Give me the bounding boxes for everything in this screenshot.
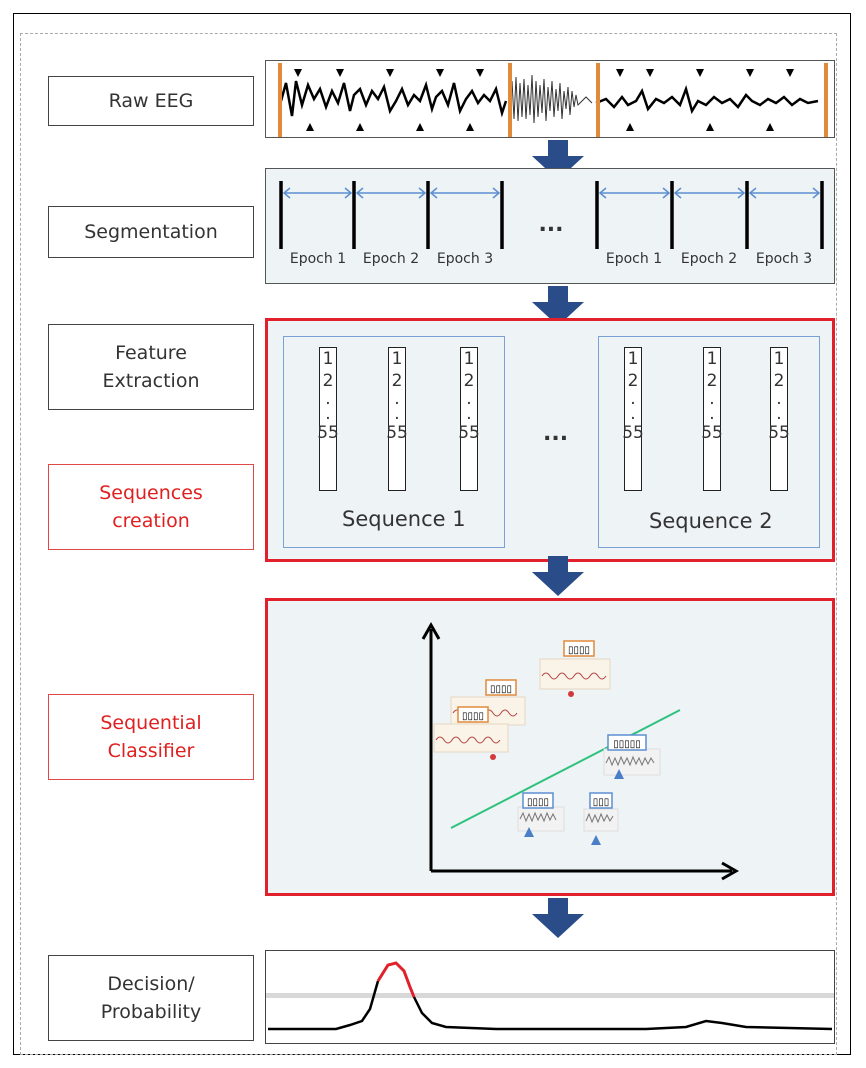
- feature-value: .: [776, 404, 782, 424]
- step-feature-extraction: Feature Extraction: [48, 324, 254, 410]
- feature-value: 1: [463, 349, 475, 369]
- plot-axes: [421, 621, 740, 881]
- feature-value: .: [776, 389, 782, 409]
- feature-value: .: [466, 404, 472, 424]
- svg-text:▯▯▯▯: ▯▯▯▯: [568, 645, 590, 656]
- svg-text:▯▯▯▯▯: ▯▯▯▯▯: [613, 739, 641, 750]
- sample-class-b: ▯▯▯: [583, 792, 619, 845]
- sample-class-a: ▯▯▯▯: [433, 706, 509, 760]
- feature-vector: 1 2 . . 55: [386, 347, 408, 491]
- feature-value: 1: [322, 349, 334, 369]
- feature-value: 55: [768, 423, 790, 443]
- feature-value: .: [325, 404, 331, 424]
- probability-curve: [266, 961, 834, 1031]
- sequence-2-box: 1 2 . . 55 1 2 . . 55 1 2 . . 55 Sequenc…: [598, 336, 820, 548]
- sample-class-a: ▯▯▯▯: [539, 640, 611, 697]
- epoch-label-left-1: Epoch 1: [290, 251, 346, 267]
- step-decision-probability: Decision/ Probability: [48, 955, 254, 1041]
- feature-value: 1: [706, 349, 718, 369]
- svg-text:▯▯▯▯: ▯▯▯▯: [462, 711, 484, 722]
- feature-value: .: [630, 404, 636, 424]
- feature-value: 2: [391, 371, 403, 391]
- feature-value: 2: [706, 371, 718, 391]
- feature-value: .: [394, 389, 400, 409]
- svg-text:▯▯▯: ▯▯▯: [593, 797, 610, 808]
- feature-value: 2: [463, 371, 475, 391]
- epoch-label-left-2: Epoch 2: [363, 251, 419, 267]
- svg-text:▯▯▯▯: ▯▯▯▯: [490, 684, 512, 695]
- epoch-markers: Epoch 1 Epoch 2 Epoch 3 Epoch 1 Epoch 2 …: [279, 181, 824, 267]
- step-sequences-creation: Sequences creation: [48, 464, 254, 550]
- sequences-ellipsis: ...: [543, 421, 569, 446]
- sample-class-b: ▯▯▯▯▯: [603, 734, 661, 779]
- feature-value: 55: [622, 423, 644, 443]
- step-raw-eeg: Raw EEG: [48, 76, 254, 126]
- sequences-panel: 1 2 . . 55 1 2 . . 55 1 2 . . 55 Sequenc…: [265, 318, 835, 562]
- raw-eeg-panel: [265, 60, 835, 138]
- classifier-plot: ▯▯▯▯ ▯▯▯▯ ▯▯▯▯ ▯▯▯▯▯: [421, 621, 740, 881]
- step-sequential-classifier: Sequential Classifier: [48, 694, 254, 780]
- sequence-1-box: 1 2 . . 55 1 2 . . 55 1 2 . . 55 Sequenc…: [283, 336, 505, 548]
- down-arrow-2: [532, 286, 584, 326]
- sequence-1-label: Sequence 1: [342, 507, 466, 531]
- probability-peak: [376, 961, 416, 998]
- feature-value: 2: [627, 371, 639, 391]
- step-segmentation: Segmentation: [48, 206, 254, 258]
- feature-value: 55: [701, 423, 723, 443]
- feature-vector: 1 2 . . 55: [317, 347, 339, 491]
- svg-text:▯▯▯▯: ▯▯▯▯: [527, 797, 549, 808]
- feature-vector: 1 2 . . 55: [701, 347, 723, 491]
- feature-value: 1: [391, 349, 403, 369]
- epoch-label-right-2: Epoch 2: [681, 251, 737, 267]
- down-arrow-1: [532, 140, 584, 180]
- feature-value: .: [709, 389, 715, 409]
- feature-vector: 1 2 . . 55: [458, 347, 480, 491]
- feature-value: 2: [322, 371, 334, 391]
- feature-vector: 1 2 . . 55: [622, 347, 644, 491]
- segmentation-panel: Epoch 1 Epoch 2 Epoch 3 Epoch 1 Epoch 2 …: [265, 168, 835, 284]
- decision-boundary: [450, 709, 681, 829]
- sequence-2-label: Sequence 2: [649, 509, 773, 533]
- epoch-label-right-3: Epoch 3: [756, 251, 812, 267]
- decision-threshold: [266, 993, 834, 998]
- classifier-panel: ▯▯▯▯ ▯▯▯▯ ▯▯▯▯ ▯▯▯▯▯: [265, 598, 835, 896]
- down-arrow-3: [532, 556, 584, 596]
- feature-value: 1: [773, 349, 785, 369]
- feature-value: 2: [773, 371, 785, 391]
- feature-value: .: [630, 389, 636, 409]
- raw-eeg-signal: [278, 63, 828, 137]
- pipeline-dashed-frame: [20, 33, 837, 1055]
- feature-value: 1: [627, 349, 639, 369]
- feature-value: 55: [458, 423, 480, 443]
- segmentation-ellipsis: ...: [538, 212, 563, 237]
- decision-panel: [265, 950, 835, 1044]
- feature-value: .: [394, 404, 400, 424]
- epoch-label-right-1: Epoch 1: [606, 251, 662, 267]
- down-arrow-4: [532, 898, 584, 938]
- feature-value: 55: [386, 423, 408, 443]
- feature-value: 55: [317, 423, 339, 443]
- feature-value: .: [325, 389, 331, 409]
- feature-vector: 1 2 . . 55: [768, 347, 790, 491]
- feature-value: .: [466, 389, 472, 409]
- epoch-label-left-3: Epoch 3: [437, 251, 493, 267]
- feature-value: .: [709, 404, 715, 424]
- sample-class-b: ▯▯▯▯: [517, 792, 565, 837]
